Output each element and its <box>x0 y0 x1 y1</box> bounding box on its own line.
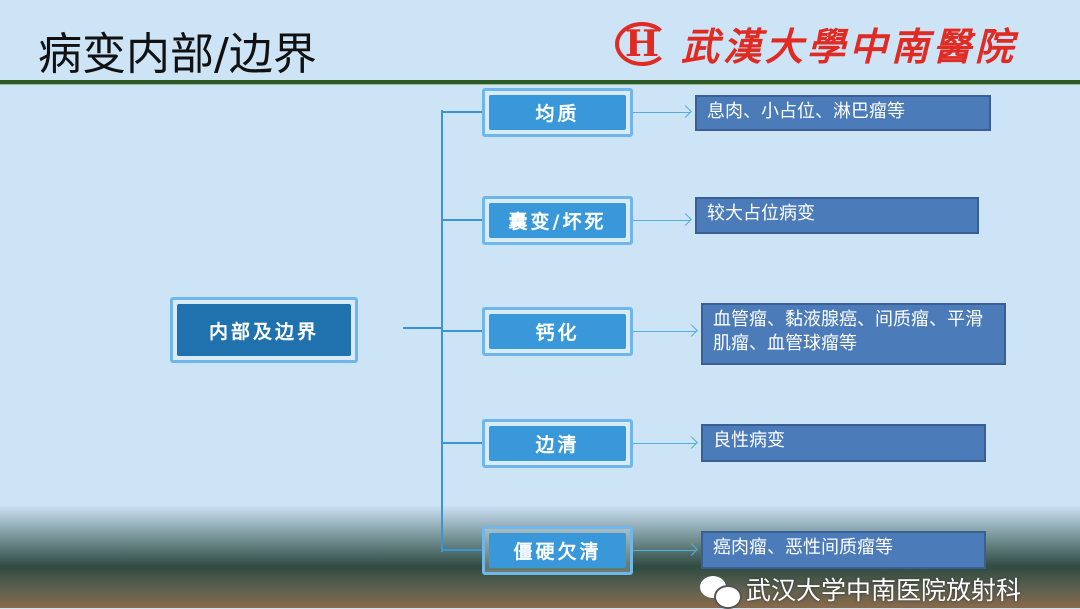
root-node-label: 内部及边界 <box>177 304 351 356</box>
hospital-logo: H 武漢大學中南醫院 <box>615 16 1017 71</box>
watermark: 武汉大学中南医院放射科 <box>700 575 1022 609</box>
header-divider <box>0 80 1080 85</box>
arrow-icon <box>633 550 696 551</box>
arrow-icon <box>633 112 690 113</box>
root-node: 内部及边界 <box>170 297 358 363</box>
branch-node: 均质 <box>482 88 633 137</box>
connector-branch <box>441 219 483 221</box>
page-title: 病变内部/边界 <box>38 29 317 80</box>
branch-label: 僵硬欠清 <box>489 533 626 568</box>
connector-branch <box>441 549 483 551</box>
branch-label: 边清 <box>489 426 626 461</box>
branch-node: 僵硬欠清 <box>482 526 633 575</box>
watermark-text: 武汉大学中南医院放射科 <box>746 575 1022 605</box>
logo-text: 武漢大學中南醫院 <box>681 24 1018 69</box>
branch-description: 息肉、小占位、淋巴瘤等 <box>695 95 991 131</box>
branch-description: 癌肉瘤、恶性间质瘤等 <box>701 531 986 569</box>
logo-h-mark: H <box>615 21 669 66</box>
branch-description: 较大占位病变 <box>695 197 979 234</box>
branch-label: 均质 <box>489 95 626 130</box>
branch-label: 囊变/坏死 <box>489 203 626 238</box>
connector-branch <box>441 111 483 113</box>
arrow-icon <box>633 443 696 444</box>
connector-branch <box>441 330 483 332</box>
branch-description: 血管瘤、黏液腺癌、间质瘤、平滑肌瘤、血管球瘤等 <box>701 303 1006 365</box>
arrow-icon <box>633 220 690 221</box>
arrow-icon <box>633 331 696 332</box>
connector-root <box>403 327 443 329</box>
branch-description: 良性病变 <box>701 424 986 462</box>
wechat-icon <box>700 575 742 609</box>
branch-label: 钙化 <box>489 314 626 349</box>
branch-node: 钙化 <box>482 307 633 356</box>
branch-node: 囊变/坏死 <box>482 196 633 245</box>
connector-branch <box>441 442 483 444</box>
branch-node: 边清 <box>482 419 633 468</box>
